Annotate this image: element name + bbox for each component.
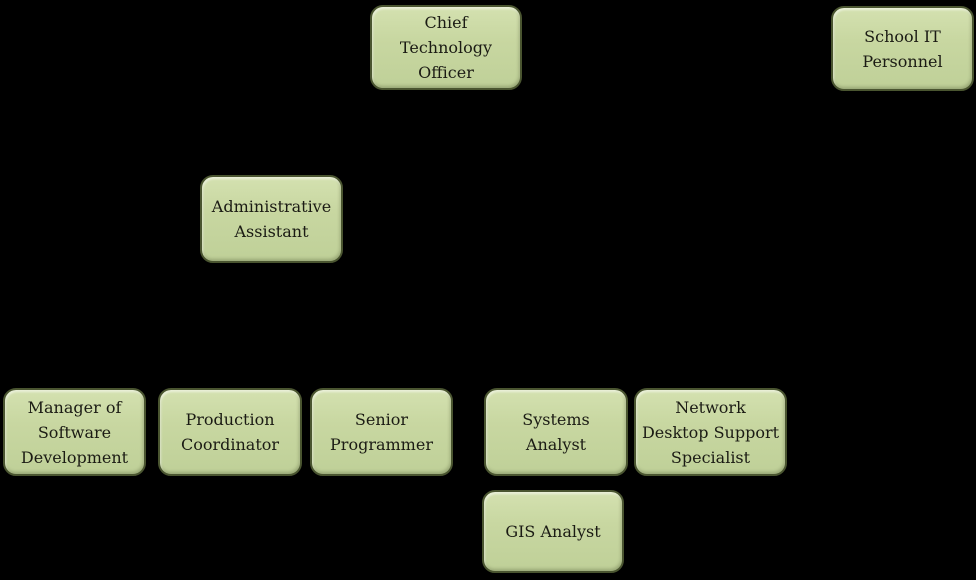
org-node-label: Manager of Software Development [20,397,129,467]
org-node-label: Administrative Assistant [211,197,332,241]
org-node-school-it-personnel: School IT Personnel [831,6,974,91]
org-node-network-desktop-support-specialist: Network Desktop Support Specialist [634,388,787,476]
org-node-senior-programmer: Senior Programmer [310,388,453,476]
org-node-administrative-assistant: Administrative Assistant [200,175,343,263]
org-node-label: Network Desktop Support Specialist [641,397,780,467]
org-node-chief-technology-officer: Chief Technology Officer [370,5,522,90]
org-node-gis-analyst: GIS Analyst [482,490,624,573]
org-node-production-coordinator: Production Coordinator [158,388,302,476]
org-node-manager-of-software-development: Manager of Software Development [3,388,146,476]
org-node-systems-analyst: Systems Analyst [484,388,628,476]
org-node-label: Senior Programmer [330,410,433,454]
org-node-label: School IT Personnel [862,26,943,71]
org-node-label: Systems Analyst [522,410,590,454]
org-node-label: GIS Analyst [505,522,601,541]
org-node-label: Chief Technology Officer [399,13,493,82]
org-node-label: Production Coordinator [180,410,280,454]
